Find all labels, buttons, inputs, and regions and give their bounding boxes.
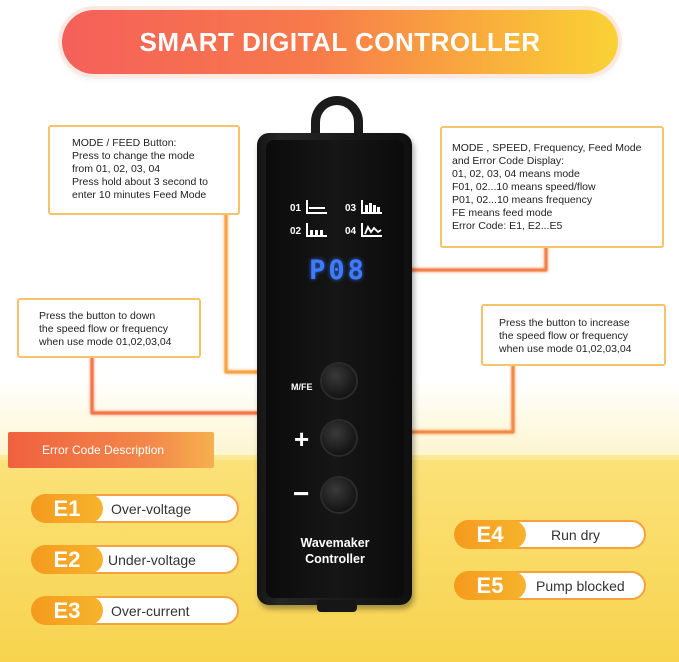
error-header-label: Error Code Description [42, 443, 165, 457]
callout-line: MODE , SPEED, Frequency, Feed Mode [452, 142, 642, 154]
title-banner: SMART DIGITAL CONTROLLER [62, 10, 618, 74]
callout-line: FE means feed mode [452, 207, 553, 219]
error-code-e5: E5 [454, 571, 526, 600]
wave-pulse-icon [361, 200, 382, 214]
callout-line: from 01, 02, 03, 04 [72, 163, 161, 175]
device-name: Wavemaker Controller [270, 535, 400, 567]
error-text-e4: Run dry [551, 526, 601, 543]
callout-line: enter 10 minutes Feed Mode [72, 189, 207, 201]
callout-line: and Error Code Display: [452, 155, 565, 167]
error-code-header: Error Code Description [8, 432, 214, 468]
callout-line: 01, 02, 03, 04 means mode [452, 168, 580, 180]
hanging-hook [311, 96, 363, 140]
error-text-e2: Under-voltage [108, 551, 196, 568]
error-code-e4: E4 [454, 520, 526, 549]
constant-flow-icon [306, 200, 327, 214]
display-callout: MODE , SPEED, Frequency, Feed Mode and E… [440, 126, 664, 248]
minus-button[interactable] [322, 478, 356, 512]
minus-label: − [293, 478, 310, 509]
callout-line: P01, 02...10 means frequency [452, 194, 593, 206]
device-foot [317, 600, 357, 612]
error-code-e2: E2 [31, 545, 103, 574]
mode-feed-button[interactable] [322, 364, 356, 398]
down-button-callout: Press the button to down the speed flow … [17, 298, 201, 358]
callout-line: Press hold about 3 second to [72, 176, 209, 188]
callout-line: F01, 02...10 means speed/flow [452, 181, 596, 193]
error-code-e3: E3 [31, 596, 103, 625]
error-text-e1: Over-voltage [111, 500, 192, 517]
error-code-e1: E1 [31, 494, 103, 523]
up-button-callout: Press the button to increase the speed f… [481, 304, 666, 366]
mode-feed-label: M/FE [291, 382, 313, 392]
plus-button[interactable] [322, 421, 356, 455]
page-title: SMART DIGITAL CONTROLLER [139, 26, 541, 57]
device-name-line1: Wavemaker [300, 536, 370, 550]
mode-button-callout: MODE / FEED Button: Press to change the … [48, 125, 240, 215]
error-text-e3: Over-current [111, 602, 190, 619]
random-wave-icon [361, 223, 382, 237]
callout-line: Press the button to down [39, 310, 156, 322]
callout-line: Press to change the mode [72, 150, 195, 162]
mode-label-02: 02 [290, 226, 302, 237]
mode-label-04: 04 [345, 226, 357, 237]
callout-line: Error Code: E1, E2...E5 [452, 220, 563, 232]
mode-label-03: 03 [345, 203, 357, 214]
callout-line: when use mode 01,02,03,04 [39, 336, 172, 348]
error-text-e5: Pump blocked [536, 577, 625, 594]
device-name-line2: Controller [305, 552, 365, 566]
plus-label: + [294, 424, 310, 454]
mode-label-01: 01 [290, 203, 302, 214]
callout-line: when use mode 01,02,03,04 [499, 343, 632, 355]
callout-line: the speed flow or frequency [39, 323, 168, 335]
callout-line: MODE / FEED Button: [72, 137, 177, 149]
callout-line: Press the button to increase [499, 317, 630, 329]
callout-line: the speed flow or frequency [499, 330, 628, 342]
pulse-flow-icon [306, 223, 327, 237]
led-display: P08 [309, 255, 367, 286]
